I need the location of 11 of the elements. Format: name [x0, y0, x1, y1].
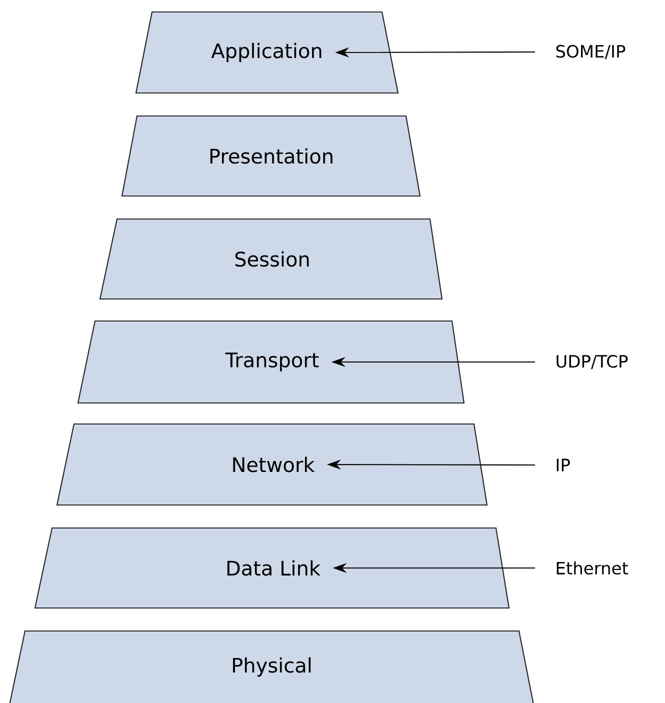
protocol-label: SOME/IP — [556, 44, 626, 60]
protocol-label: UDP/TCP — [556, 354, 628, 370]
layer-trapezoid: Data Link — [34, 527, 510, 609]
layer-trapezoid: Network — [56, 423, 488, 506]
layer-trapezoid: Transport — [77, 320, 465, 404]
layer-trapezoid: Session — [99, 218, 443, 300]
protocol-label: IP — [556, 458, 570, 472]
layer-trapezoid: Presentation — [121, 115, 421, 197]
layer-trapezoid: Application — [135, 11, 399, 94]
protocol-label: Ethernet — [556, 561, 628, 575]
layer-trapezoid: Physical — [7, 630, 536, 703]
